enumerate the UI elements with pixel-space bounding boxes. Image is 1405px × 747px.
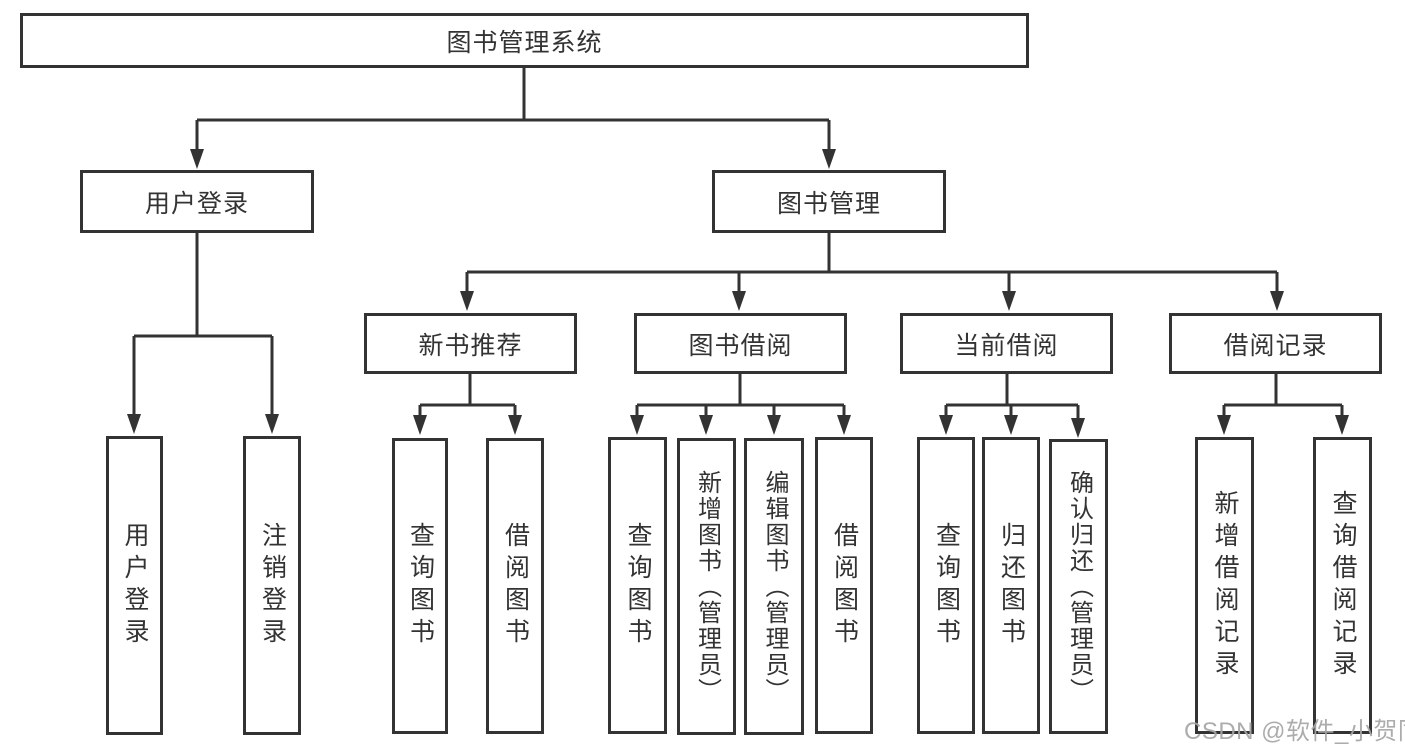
group-node-label: 借阅记录 [1223, 331, 1328, 360]
arrowhead [460, 291, 474, 311]
leaf-label: 归还图书 [997, 521, 1026, 650]
arrowhead [190, 149, 204, 169]
arrowhead [265, 414, 279, 434]
arrowhead [1071, 418, 1085, 438]
leaf-label: 查询图书 [932, 521, 961, 650]
arrowhead [1335, 415, 1349, 435]
leaf-label: 用户登录 [121, 521, 149, 650]
csdn-watermark: CSDN @软件_小贺同学 [1184, 718, 1405, 745]
leaf-node-return-books: 归还图书 [982, 437, 1040, 734]
group-node-label: 当前借阅 [954, 331, 1059, 360]
arrowhead [1004, 415, 1018, 435]
leaf-label: 编辑图书（管理员） [761, 469, 788, 704]
root-node-label: 图书管理系统 [446, 28, 603, 57]
connector-borrow-records-to-leaves [1222, 374, 1344, 418]
group-node-borrow-records: 借阅记录 [1169, 313, 1382, 374]
connector-new-book-recommend-to-leaves [418, 374, 517, 418]
leaf-node-user-login: 用户登录 [106, 436, 163, 735]
arrowhead [1217, 415, 1231, 435]
leaf-node-borrow-books: 借阅图书 [486, 438, 544, 734]
leaf-node-query-borrow-record: 查询借阅记录 [1313, 437, 1372, 734]
branch-node-label: 图书管理 [776, 189, 881, 218]
root-node-library-system: 图书管理系统 [20, 13, 1029, 68]
group-node-new-book-recommend: 新书推荐 [364, 313, 577, 374]
leaf-node-add-books-admin: 新增图书（管理员） [677, 438, 736, 735]
connector-root-to-branches [195, 68, 831, 152]
group-node-current-borrow: 当前借阅 [900, 313, 1113, 374]
group-node-label: 新书推荐 [418, 331, 523, 360]
group-node-book-borrow: 图书借阅 [634, 313, 847, 374]
arrowhead [630, 415, 644, 435]
leaf-label: 查询图书 [624, 521, 652, 650]
arrowhead [127, 414, 141, 434]
connector-book-borrow-to-leaves [635, 374, 846, 418]
leaf-node-query-books: 查询图书 [392, 438, 448, 734]
arrowhead [837, 415, 851, 435]
arrowhead [822, 149, 836, 169]
branch-node-user-login: 用户登录 [80, 170, 314, 233]
connector-book-mgmt-to-groups [465, 233, 1279, 294]
leaf-node-query-books: 查询图书 [917, 437, 975, 734]
leaf-label: 新增图书（管理员） [693, 469, 721, 704]
branch-node-book-management: 图书管理 [712, 170, 946, 233]
leaf-node-confirm-return-admin: 确认归还（管理员） [1049, 439, 1108, 734]
leaf-label: 注销登录 [258, 521, 287, 650]
connector-current-borrow-to-leaves [944, 374, 1080, 421]
arrowheads [127, 149, 1349, 438]
arrowhead [732, 291, 746, 311]
leaf-node-borrow-books: 借阅图书 [815, 437, 873, 734]
arrowhead [939, 415, 953, 435]
group-node-label: 图书借阅 [688, 331, 793, 360]
arrowhead [1002, 291, 1016, 311]
leaf-label: 新增借阅记录 [1211, 489, 1239, 682]
leaf-label: 借阅图书 [830, 521, 859, 650]
leaf-label: 确认归还（管理员） [1065, 469, 1093, 704]
leaf-label: 查询借阅记录 [1329, 489, 1357, 682]
arrowhead [1270, 291, 1284, 311]
arrowhead [508, 415, 522, 435]
branch-node-label: 用户登录 [144, 189, 249, 218]
leaf-label: 借阅图书 [501, 522, 530, 650]
leaf-node-edit-books-admin: 编辑图书（管理员） [744, 438, 804, 735]
arrowhead [413, 415, 427, 435]
leaf-node-query-books: 查询图书 [608, 437, 667, 734]
connector-user-login-to-leaves [132, 233, 274, 417]
leaf-node-logout: 注销登录 [243, 436, 301, 735]
leaf-node-add-borrow-record: 新增借阅记录 [1195, 437, 1254, 734]
arrowhead [699, 415, 713, 435]
arrowhead [767, 415, 781, 435]
leaf-label: 查询图书 [406, 522, 435, 650]
